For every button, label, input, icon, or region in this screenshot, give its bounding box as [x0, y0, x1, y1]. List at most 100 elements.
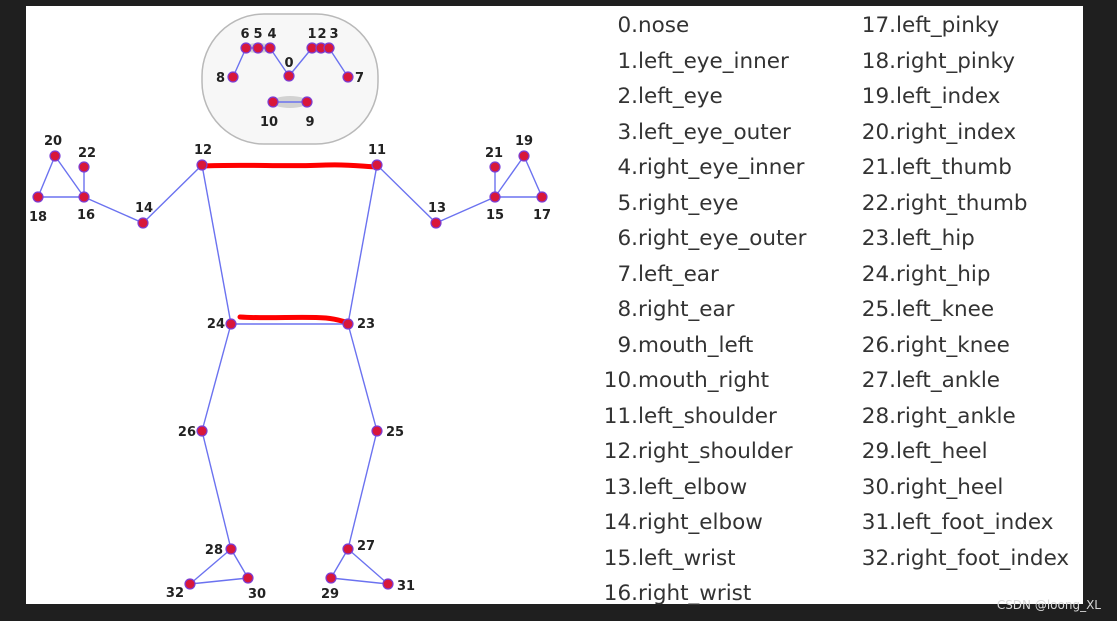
keypoint-label-30: 30 — [248, 587, 266, 602]
legend-label: mouth_right — [638, 368, 770, 393]
legend-item: 19. left_index — [852, 79, 1069, 115]
legend-item: 22. right_thumb — [852, 186, 1069, 222]
legend-number: 10. — [603, 368, 638, 393]
legend-item: 0. nose — [594, 8, 806, 44]
legend-number: 29. — [861, 439, 896, 464]
legend-number: 23. — [861, 226, 896, 251]
keypoint-31 — [382, 578, 394, 590]
legend-item: 13. left_elbow — [594, 470, 806, 506]
keypoint-label-25: 25 — [386, 425, 404, 440]
bone-24-26 — [201, 323, 232, 432]
legend-number: 18. — [861, 48, 896, 74]
keypoint-10 — [267, 96, 279, 108]
keypoint-label-16: 16 — [77, 208, 95, 223]
legend-number: 2. — [617, 84, 638, 109]
keypoint-label-7: 7 — [355, 71, 364, 86]
bone-27-29 — [330, 548, 349, 579]
legend-label: left_shoulder — [638, 403, 777, 429]
legend-label: left_wrist — [638, 545, 736, 571]
legend-item: 10. mouth_right — [594, 363, 806, 399]
legend-label: right_hip — [896, 261, 991, 287]
legend-number: 6. — [617, 226, 638, 251]
keypoint-21 — [489, 161, 501, 173]
legend-number: 14. — [603, 510, 638, 535]
keypoint-label-26: 26 — [178, 425, 196, 440]
highlight-shoulders — [199, 162, 381, 170]
keypoint-27 — [342, 543, 354, 555]
keypoint-label-31: 31 — [397, 579, 415, 594]
keypoint-label-0: 0 — [284, 56, 293, 71]
legend-item: 20. right_index — [852, 115, 1069, 151]
keypoint-4 — [264, 42, 276, 54]
legend-number: 13. — [603, 474, 638, 500]
keypoint-label-11: 11 — [368, 143, 386, 158]
keypoint-label-15: 15 — [486, 208, 504, 223]
legend-item: 11. left_shoulder — [594, 399, 806, 435]
keypoint-20 — [49, 150, 61, 162]
legend-item: 29. left_heel — [852, 434, 1069, 470]
legend-label: right_wrist — [638, 581, 752, 606]
legend-item: 16. right_wrist — [594, 576, 806, 612]
bone-26-28 — [201, 430, 232, 550]
bone-14-16 — [83, 196, 144, 224]
keypoint-label-8: 8 — [216, 71, 225, 86]
legend-label: left_ankle — [896, 368, 1001, 393]
legend-label: left_thumb — [896, 155, 1012, 180]
keypoint-30 — [242, 572, 254, 584]
legend-item: 21. left_thumb — [852, 150, 1069, 186]
legend-number: 21. — [861, 155, 896, 180]
legend-number: 5. — [617, 190, 638, 216]
keypoint-0 — [283, 70, 295, 82]
legend-item: 32. right_foot_index — [852, 541, 1069, 577]
keypoint-label-10: 10 — [260, 115, 278, 130]
legend-label: right_ankle — [896, 403, 1016, 429]
legend-label: left_eye_inner — [638, 48, 789, 74]
legend-label: right_thumb — [896, 190, 1028, 216]
watermark: CSDN @loong_XL — [996, 598, 1101, 612]
keypoint-29 — [325, 572, 337, 584]
legend-item: 14. right_elbow — [594, 505, 806, 541]
bone-12-14 — [142, 164, 203, 224]
bone-18-20 — [37, 155, 56, 198]
legend-label: right_eye — [638, 190, 739, 216]
keypoint-25 — [371, 425, 383, 437]
keypoint-9 — [301, 96, 313, 108]
keypoint-label-12: 12 — [194, 143, 212, 158]
legend-label: left_hip — [896, 226, 975, 251]
legend-item: 8. right_ear — [594, 292, 806, 328]
legend-number: 24. — [861, 261, 896, 287]
legend-label: right_ear — [638, 297, 735, 322]
legend-label: nose — [638, 13, 690, 38]
legend-label: left_pinky — [896, 13, 1000, 38]
keypoint-label-24: 24 — [207, 317, 225, 332]
legend-item: 23. left_hip — [852, 221, 1069, 257]
keypoint-label-23: 23 — [357, 317, 375, 332]
bone-30-32 — [189, 577, 249, 585]
legend-label: left_index — [896, 84, 1001, 109]
keypoint-24 — [225, 318, 237, 330]
keypoint-label-32: 32 — [166, 586, 184, 601]
keypoint-22 — [78, 161, 90, 173]
keypoint-label-2: 2 — [317, 27, 326, 42]
legend-item: 2. left_eye — [594, 79, 806, 115]
keypoint-16 — [78, 191, 90, 203]
keypoint-32 — [184, 578, 196, 590]
legend-number: 9. — [617, 332, 638, 358]
legend-number: 30. — [861, 474, 896, 500]
legend-item: 9. mouth_left — [594, 328, 806, 364]
keypoint-7 — [342, 71, 354, 83]
legend-label: left_elbow — [638, 474, 748, 500]
keypoint-28 — [225, 543, 237, 555]
legend-label: left_knee — [896, 297, 995, 322]
keypoint-label-19: 19 — [515, 134, 533, 149]
legend-number: 28. — [861, 403, 896, 429]
keypoint-13 — [430, 217, 442, 229]
legend-item: 7. left_ear — [594, 257, 806, 293]
legend-number: 8. — [617, 297, 638, 322]
keypoint-label-22: 22 — [78, 146, 96, 161]
keypoint-label-21: 21 — [485, 146, 503, 161]
legend-number: 17. — [861, 13, 896, 38]
legend-label: left_eye — [638, 84, 723, 109]
